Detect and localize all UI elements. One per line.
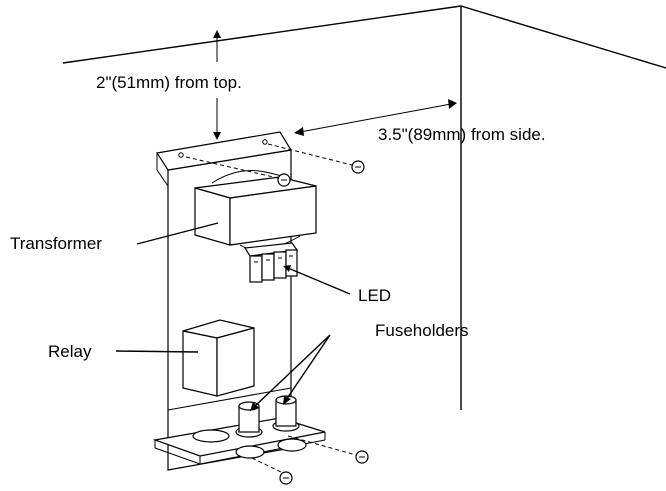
leader-lines: [115, 222, 351, 411]
transformer-label: Transformer: [10, 234, 102, 253]
led-label: LED: [358, 286, 391, 305]
top-dimension-label: 2"(51mm) from top.: [96, 73, 242, 92]
fuseholders: [192, 395, 307, 459]
side-dimension-arrow: [294, 99, 457, 136]
side-dimension-label: 3.5"(89mm) from side.: [378, 125, 546, 144]
screws: [185, 143, 369, 485]
transformer: [194, 170, 317, 251]
relay-label: Relay: [48, 342, 92, 361]
fuseholders-label: Fuseholders: [375, 321, 469, 340]
relay: [182, 319, 255, 397]
top-dimension-arrow: [213, 30, 221, 140]
enclosure-corner: [62, 5, 666, 410]
led-block: [243, 242, 299, 283]
